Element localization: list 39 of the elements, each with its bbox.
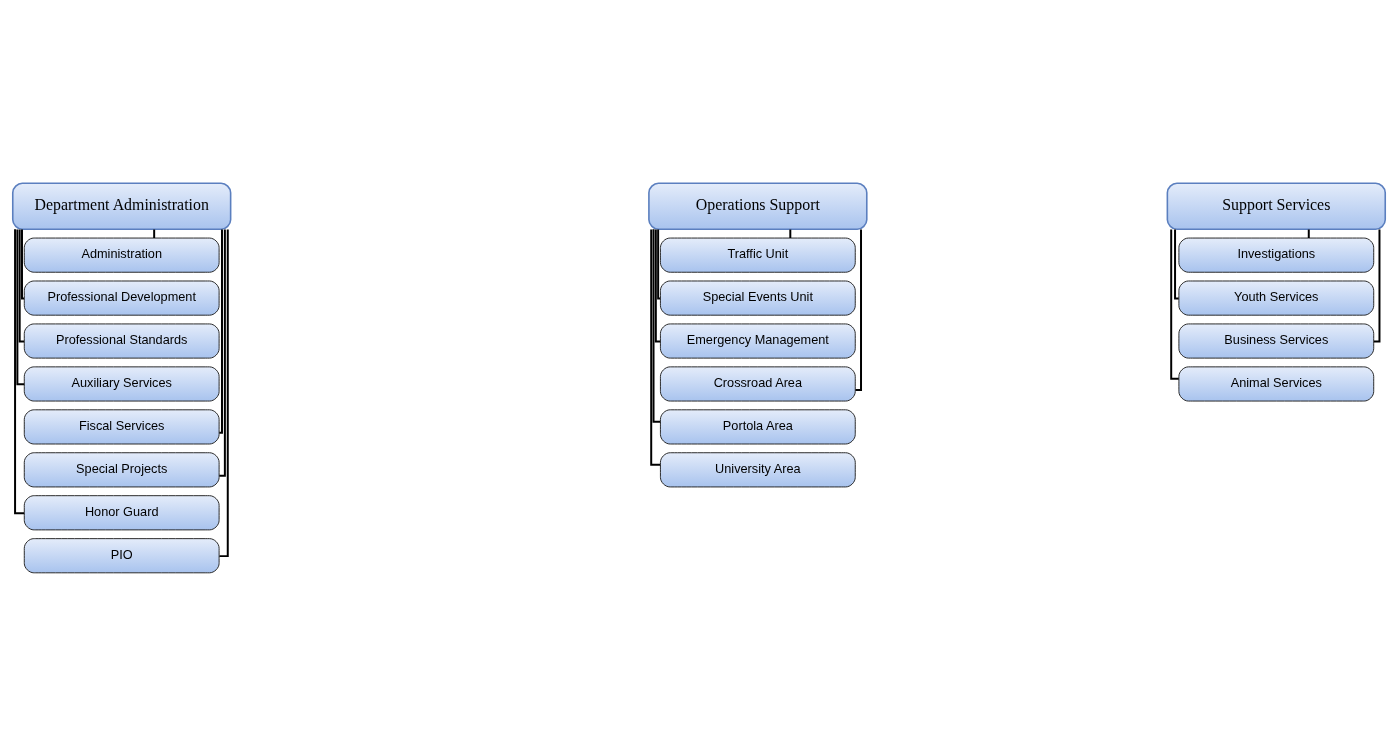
- connector: [657, 228, 662, 299]
- node-box: Fiscal Services: [23, 408, 220, 444]
- node-box: Emergency Management: [659, 322, 856, 359]
- connector: [654, 228, 662, 342]
- connector: [1372, 228, 1381, 342]
- connector: [1170, 228, 1180, 380]
- node-box: Honor Guard: [23, 494, 220, 530]
- connector: [218, 227, 226, 477]
- node-box: Youth Services: [1178, 280, 1375, 316]
- connector: [16, 228, 26, 385]
- node-box: Special Projects: [23, 451, 220, 487]
- node-box: Business Services: [1178, 322, 1375, 359]
- connector: [18, 228, 26, 342]
- node-box: Administration: [23, 237, 220, 273]
- node-box: Auxiliary Services: [23, 365, 220, 402]
- node-box: Professional Standards: [23, 322, 220, 359]
- node-box: Crossroad Area: [659, 365, 856, 402]
- connector: [218, 227, 229, 557]
- node-box: Investigations: [1178, 237, 1375, 273]
- connector: [652, 227, 662, 423]
- node-box: Support Services: [1166, 181, 1387, 230]
- connector: [854, 228, 862, 391]
- node-box: Portola Area: [659, 408, 856, 444]
- node-box: PIO: [23, 537, 220, 573]
- node-box: Operations Support: [648, 181, 868, 230]
- connector: [789, 228, 792, 239]
- node-box: University Area: [659, 451, 856, 487]
- connector: [14, 227, 26, 514]
- node-box: Department Administration: [11, 181, 232, 230]
- connector: [1174, 228, 1180, 299]
- node-box: Animal Services: [1178, 365, 1375, 402]
- connector: [21, 228, 26, 299]
- connector: [218, 227, 223, 434]
- node-box: Special Events Unit: [659, 280, 856, 316]
- node-box: Professional Development: [23, 280, 220, 316]
- node-box: Traffic Unit: [659, 237, 856, 273]
- connector: [153, 228, 156, 239]
- connector: [650, 227, 662, 466]
- connector: [1307, 228, 1310, 239]
